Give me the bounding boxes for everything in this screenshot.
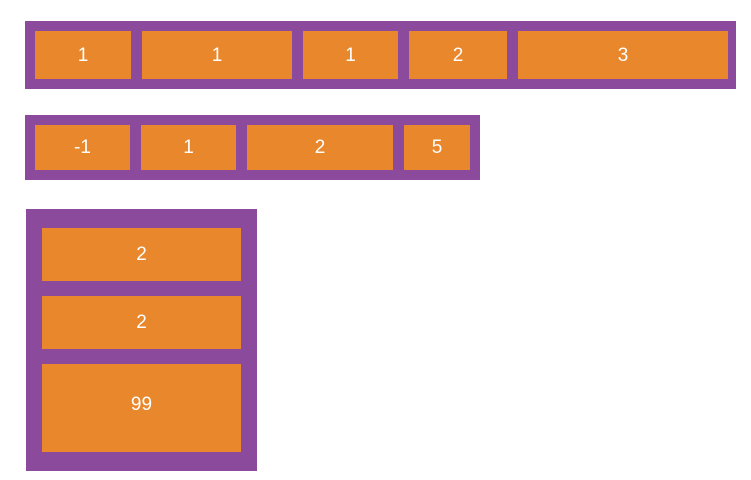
array-row-1: 1 1 1 2 3 — [25, 21, 736, 89]
array-cell: 1 — [35, 31, 131, 79]
array-cell: 2 — [42, 228, 241, 281]
array-row-2: -1 1 2 5 — [25, 115, 480, 180]
array-cell: 1 — [303, 31, 398, 79]
array-cell: 1 — [142, 31, 292, 79]
array-cell: 99 — [42, 364, 241, 452]
array-cell: 2 — [247, 125, 393, 170]
array-cell: 5 — [404, 125, 470, 170]
array-cell: -1 — [35, 125, 130, 170]
array-col-3: 2 2 99 — [26, 209, 257, 471]
array-cell: 3 — [518, 31, 728, 79]
array-cell: 2 — [409, 31, 507, 79]
array-cell: 1 — [141, 125, 236, 170]
array-cell: 2 — [42, 296, 241, 349]
